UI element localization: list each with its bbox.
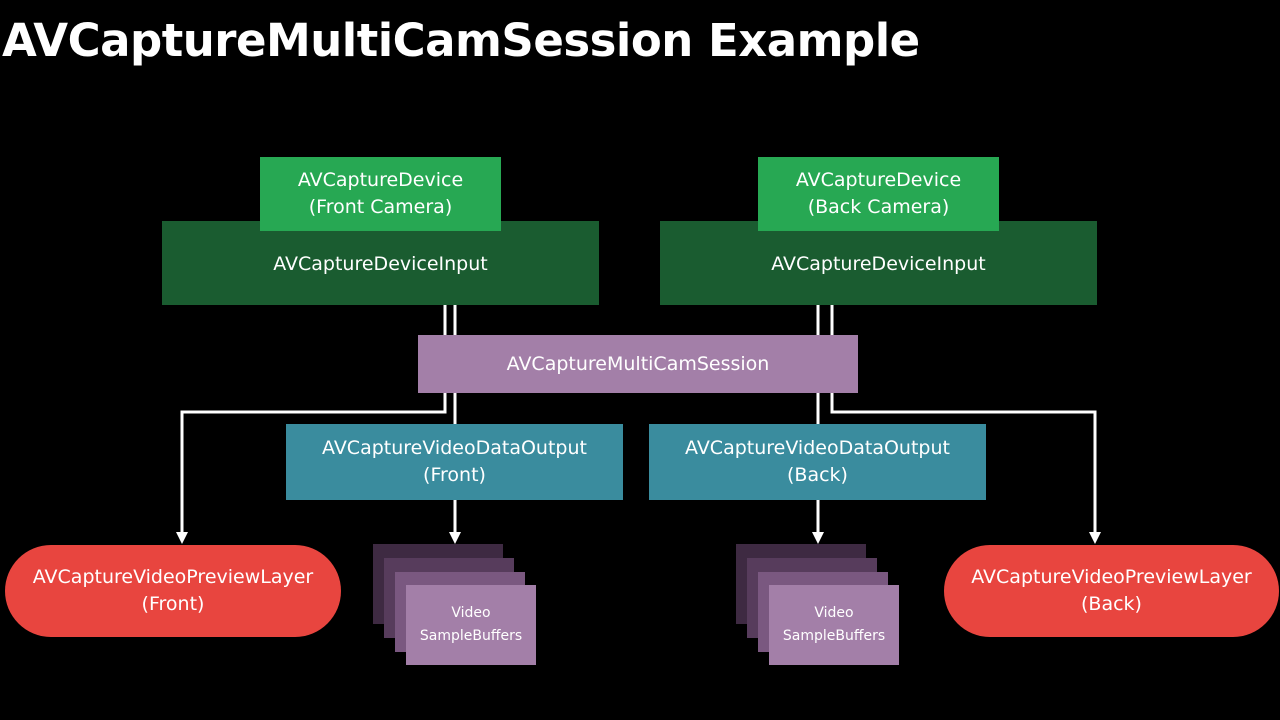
front-capture-device: AVCaptureDevice (Front Camera): [260, 157, 501, 231]
back-capture-device-name: AVCaptureDevice: [795, 169, 962, 191]
front-preview-arrowhead: [176, 532, 188, 544]
front-video-data-output-subtitle: (Front): [423, 464, 486, 486]
front-preview-layer-subtitle: (Front): [141, 593, 205, 615]
front-preview-layer-name: AVCaptureVideoPreviewLayer: [32, 566, 314, 588]
front-preview-layer: AVCaptureVideoPreviewLayer (Front): [5, 545, 341, 637]
back-sample-buffers-line1: Video: [814, 605, 854, 621]
back-sample-buffers-line2: SampleBuffers: [782, 628, 886, 644]
front-device-input-label: AVCaptureDeviceInput: [273, 252, 488, 275]
back-preview-layer: AVCaptureVideoPreviewLayer (Back): [944, 545, 1279, 637]
front-capture-device-name: AVCaptureDevice: [297, 169, 464, 191]
front-video-data-output-name: AVCaptureVideoDataOutput: [322, 437, 587, 459]
front-sample-buffers-line2: SampleBuffers: [419, 628, 523, 644]
front-sample-buffers: Video SampleBuffers: [406, 585, 536, 665]
back-preview-connector: [830, 393, 1097, 535]
front-buffers-arrowhead: [449, 532, 461, 544]
front-device-input: AVCaptureDeviceInput: [162, 221, 599, 305]
front-video-data-output: AVCaptureVideoDataOutput (Front): [286, 424, 623, 500]
back-video-data-output: AVCaptureVideoDataOutput (Back): [649, 424, 986, 500]
back-capture-device-subtitle: (Back Camera): [807, 196, 950, 218]
back-capture-device: AVCaptureDevice (Back Camera): [758, 157, 999, 231]
front-sample-buffers-line1: Video: [451, 605, 491, 621]
back-preview-arrowhead: [1089, 532, 1101, 544]
slide-title: AVCaptureMultiCamSession Example: [2, 14, 920, 67]
back-sample-buffers: Video SampleBuffers: [769, 585, 899, 665]
back-preview-layer-subtitle: (Back): [1081, 593, 1142, 615]
back-video-data-output-name: AVCaptureVideoDataOutput: [685, 437, 950, 459]
back-preview-layer-name: AVCaptureVideoPreviewLayer: [971, 566, 1252, 588]
back-device-input-label: AVCaptureDeviceInput: [771, 252, 986, 275]
back-buffers-arrowhead: [812, 532, 824, 544]
back-device-input: AVCaptureDeviceInput: [660, 221, 1097, 305]
back-video-data-output-subtitle: (Back): [787, 464, 848, 486]
front-capture-device-subtitle: (Front Camera): [308, 196, 453, 218]
multicam-session: AVCaptureMultiCamSession: [418, 335, 858, 393]
multicam-session-label: AVCaptureMultiCamSession: [506, 352, 770, 375]
front-preview-connector: [180, 393, 447, 535]
